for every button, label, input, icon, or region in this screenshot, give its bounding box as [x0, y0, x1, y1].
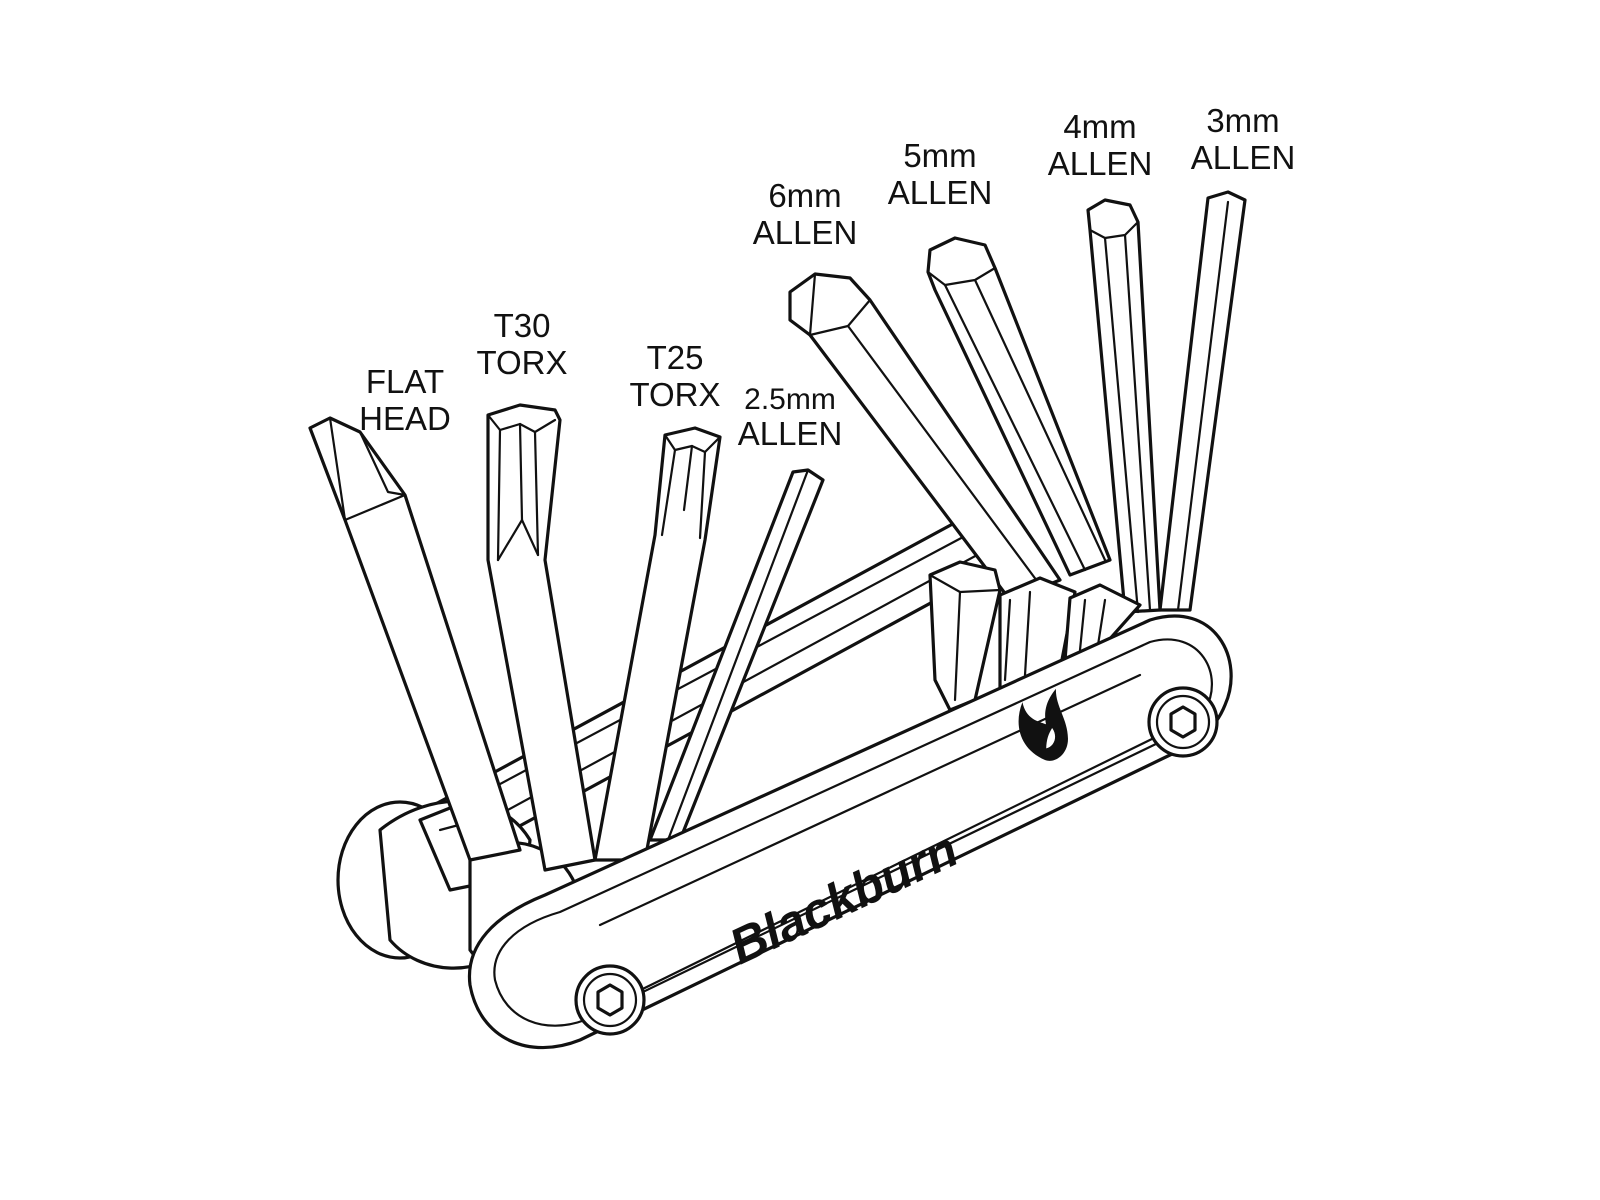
- label-flat-head-line2: HEAD: [359, 400, 451, 437]
- t30-torx-bit: [486, 403, 597, 872]
- allen-4mm-bit: [1086, 198, 1162, 614]
- label-t30-line1: T30: [494, 307, 551, 344]
- label-allen-2-5-line2: ALLEN: [738, 415, 843, 452]
- label-allen-3mm: 3mm ALLEN: [1191, 102, 1296, 176]
- allen-2-5mm-bit: [648, 468, 825, 842]
- label-t25-line1: T25: [647, 339, 704, 376]
- label-allen-3-line2: ALLEN: [1191, 139, 1296, 176]
- label-allen-4-line1: 4mm: [1063, 108, 1136, 145]
- label-allen-6-line2: ALLEN: [753, 214, 858, 251]
- label-flat-head: FLAT HEAD: [359, 363, 451, 437]
- label-t30-line2: TORX: [476, 344, 567, 381]
- folded-bits-right: [928, 560, 1142, 712]
- label-t25-torx: T25 TORX: [629, 339, 720, 413]
- flat-head-bit: [308, 416, 522, 862]
- label-flat-head-line1: FLAT: [366, 363, 444, 400]
- t25-torx-bit: [593, 426, 722, 862]
- label-allen-5-line1: 5mm: [903, 137, 976, 174]
- label-allen-5-line2: ALLEN: [888, 174, 993, 211]
- flame-icon: [1018, 688, 1068, 761]
- label-allen-6mm: 6mm ALLEN: [753, 177, 858, 251]
- allen-3mm-bit: [1158, 190, 1247, 612]
- label-allen-3-line1: 3mm: [1206, 102, 1279, 139]
- label-allen-6-line1: 6mm: [768, 177, 841, 214]
- label-allen-5mm: 5mm ALLEN: [888, 137, 993, 211]
- label-t30-torx: T30 TORX: [476, 307, 567, 381]
- label-allen-2-5mm: 2.5mm ALLEN: [738, 383, 843, 452]
- label-allen-2-5-line1: 2.5mm: [744, 383, 836, 416]
- allen-5mm-bit: [926, 236, 1112, 577]
- label-allen-4mm: 4mm ALLEN: [1048, 108, 1153, 182]
- label-allen-4-line2: ALLEN: [1048, 145, 1153, 182]
- allen-6mm-bit: [788, 272, 1062, 602]
- screw-right: [1147, 686, 1219, 758]
- label-t25-line2: TORX: [629, 376, 720, 413]
- screw-left: [574, 964, 646, 1036]
